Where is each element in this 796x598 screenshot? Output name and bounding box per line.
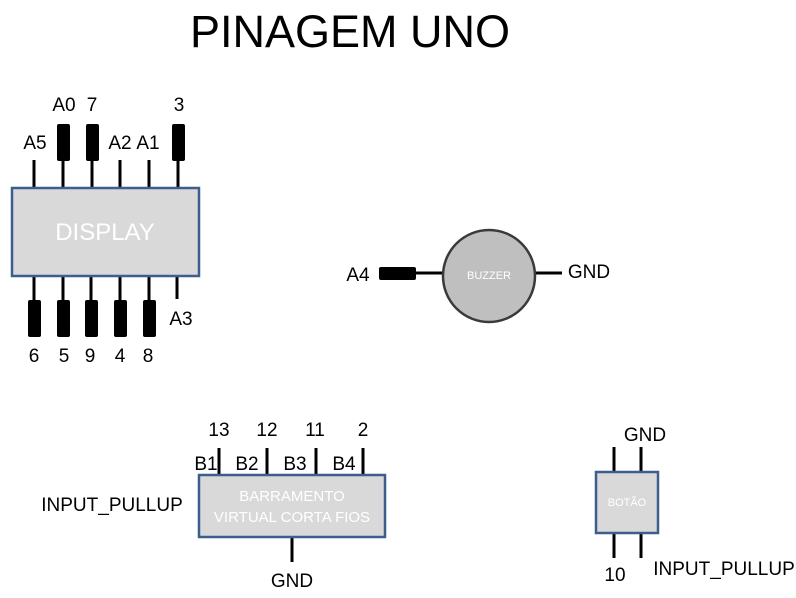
display-pin-a0-header bbox=[57, 124, 70, 161]
display-bottom-pin-label: 4 bbox=[115, 346, 126, 367]
bus-pin-name-label: B1 bbox=[194, 454, 217, 475]
button-bottom-right-label: INPUT_PULLUP bbox=[653, 559, 795, 580]
bus-component: BARRAMENTO VIRTUAL CORTA FIOS 13 12 11 2… bbox=[41, 420, 387, 592]
button-component: BOTÃO GND 10 INPUT_PULLUP bbox=[594, 425, 795, 586]
button-body bbox=[594, 470, 660, 535]
display-top-pin-label: 3 bbox=[174, 95, 185, 116]
bus-pin-name-label: B3 bbox=[283, 454, 306, 475]
display-label: DISPLAY bbox=[55, 219, 155, 246]
bus-arduino-pin-label: 12 bbox=[256, 420, 277, 441]
bus-side-label: INPUT_PULLUP bbox=[41, 495, 183, 516]
buzzer-label: BUZZER bbox=[467, 270, 511, 282]
display-bottom-pin-label: 6 bbox=[29, 346, 40, 367]
buzzer-right-pin-label: GND bbox=[568, 262, 610, 283]
display-pin-3-header bbox=[172, 124, 185, 161]
bus-arduino-pin-label: 13 bbox=[208, 420, 229, 441]
buzzer-left-pin-label: A4 bbox=[346, 265, 370, 286]
display-top-pin-label: 7 bbox=[87, 95, 98, 116]
display-pin-8-header bbox=[143, 300, 156, 337]
bus-pin-name-label: B4 bbox=[332, 454, 356, 475]
bus-bottom-label: GND bbox=[271, 571, 313, 592]
buzzer-pin-a4-header bbox=[379, 267, 416, 280]
buzzer-component: BUZZER A4 GND bbox=[346, 228, 610, 324]
display-pin-5-header bbox=[57, 300, 70, 337]
display-pin-4-header bbox=[114, 300, 127, 337]
bus-pin-name-label: B2 bbox=[235, 454, 258, 475]
display-bottom-pin-label: A3 bbox=[169, 309, 192, 330]
bus-arduino-pin-label: 2 bbox=[358, 420, 369, 441]
bus-body bbox=[197, 473, 387, 539]
display-top-pin-label: A5 bbox=[23, 133, 46, 154]
bus-label-line1: BARRAMENTO bbox=[239, 488, 345, 505]
display-bottom-pin-label: 8 bbox=[143, 346, 154, 367]
display-pin-6-header bbox=[28, 300, 41, 337]
display-bottom-pin-label: 9 bbox=[85, 346, 96, 367]
bus-label-line2: VIRTUAL CORTA FIOS bbox=[214, 509, 370, 526]
bus-arduino-pin-label: 11 bbox=[305, 420, 325, 441]
button-bottom-left-label: 10 bbox=[604, 565, 625, 586]
display-top-pin-label: A2 bbox=[108, 133, 131, 154]
display-pin-9-header bbox=[85, 300, 98, 337]
display-bottom-pin-label: 5 bbox=[59, 346, 70, 367]
diagram-title: PINAGEM UNO bbox=[190, 6, 510, 57]
button-label: BOTÃO bbox=[608, 496, 647, 509]
display-top-pin-label: A0 bbox=[52, 95, 75, 116]
display-body bbox=[10, 186, 201, 278]
buzzer-body bbox=[441, 228, 537, 324]
display-component: DISPLAY A5 A0 7 A2 A1 3 6 5 9 4 8 A3 bbox=[10, 95, 201, 367]
display-top-pin-label: A1 bbox=[136, 133, 159, 154]
button-top-label: GND bbox=[624, 425, 666, 446]
display-pin-7-header bbox=[86, 124, 99, 161]
